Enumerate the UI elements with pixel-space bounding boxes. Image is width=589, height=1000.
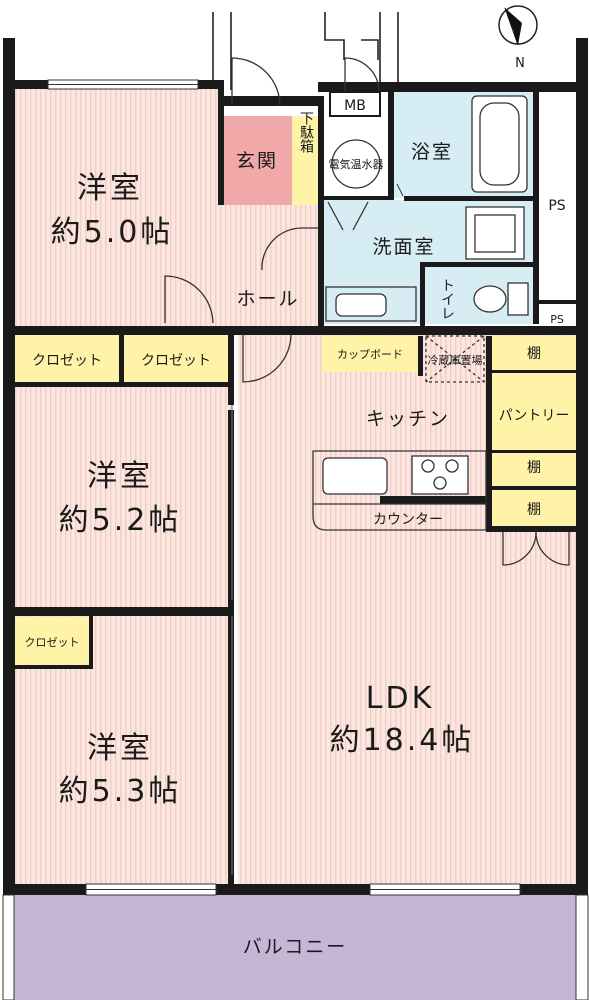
counter-label: カウンター [373,512,443,528]
ps-floor [538,92,576,324]
water-heater-label: 電気温水器 [329,157,384,171]
shelf3-label: 棚 [527,502,541,518]
counter-top [312,450,487,531]
floors [14,88,576,1000]
pantry-floor [492,336,576,486]
cupboard-label: カップボード [337,348,403,361]
balcony-label: バルコニー [243,936,348,958]
bathtub-icon [471,95,528,193]
ldk-size: 約18.4帖 [330,723,475,758]
exterior-walls-top [212,12,399,90]
bath-label: 浴室 [411,141,453,163]
cooktop-icon [411,455,469,495]
entrance-floor [222,116,292,205]
kitchen-label: キッチン [366,408,450,430]
bedroom1-floor [15,88,218,326]
north-label: N [515,56,525,71]
balcony-floor [14,895,576,1000]
shelf1-label: 棚 [527,346,541,362]
entrance-label: 玄関 [236,150,278,172]
bedroom1-name: 洋室 [77,171,143,206]
washroom-label: 洗面室 [372,236,435,258]
washing-machine-pan-icon [465,206,525,260]
kitchen-sink-icon [322,457,388,495]
water-heater-icon [331,139,381,189]
sink-counter-icon [325,286,417,322]
bedroom3-name: 洋室 [87,731,153,766]
shelf3-floor [492,490,576,526]
labels: 洋室 約5.0帖 洋室 約5.2帖 洋室 約5.3帖 LDK 約18.4帖 玄関… [25,91,570,958]
fridge-label: 冷蔵庫置場 [428,353,483,367]
bedroom2-floor [15,385,233,609]
shelf2-label: 棚 [527,460,541,476]
hall-floor [218,205,318,330]
mb-label: MB [344,98,366,114]
cupboard-floor [322,336,418,372]
compass-icon: N [498,5,538,71]
closet1-floor [15,335,119,385]
pantry-label: パントリー [499,408,570,424]
hall-label: ホール [236,288,299,310]
closet2-label: クロゼット [141,353,211,369]
doors [164,57,570,566]
windows [47,79,521,896]
shoe-box-floor [292,116,320,205]
bedroom3-size: 約5.3帖 [59,774,182,809]
shoe-box-label: 下駄箱 [298,111,314,153]
closet2-floor [124,335,228,385]
bedroom2-name: 洋室 [87,459,153,494]
ps-bottom-label: PS [550,313,564,326]
closet3-label: クロゼット [25,636,80,649]
bedroom1-size: 約5.0帖 [51,215,174,250]
walls [3,38,588,895]
toilet-label: トイレ [439,278,455,320]
balcony-rails [2,894,589,1000]
closet3-floor [15,617,91,665]
closet1-label: クロゼット [32,353,102,369]
ldk-name: LDK [366,681,435,716]
toilet-icon [507,282,529,316]
fixtures [231,95,529,875]
pantry-dividers [492,370,576,453]
bedroom2-size: 約5.2帖 [59,503,182,538]
fridge-space-icon [425,335,485,383]
ps-top-label: PS [548,198,565,214]
